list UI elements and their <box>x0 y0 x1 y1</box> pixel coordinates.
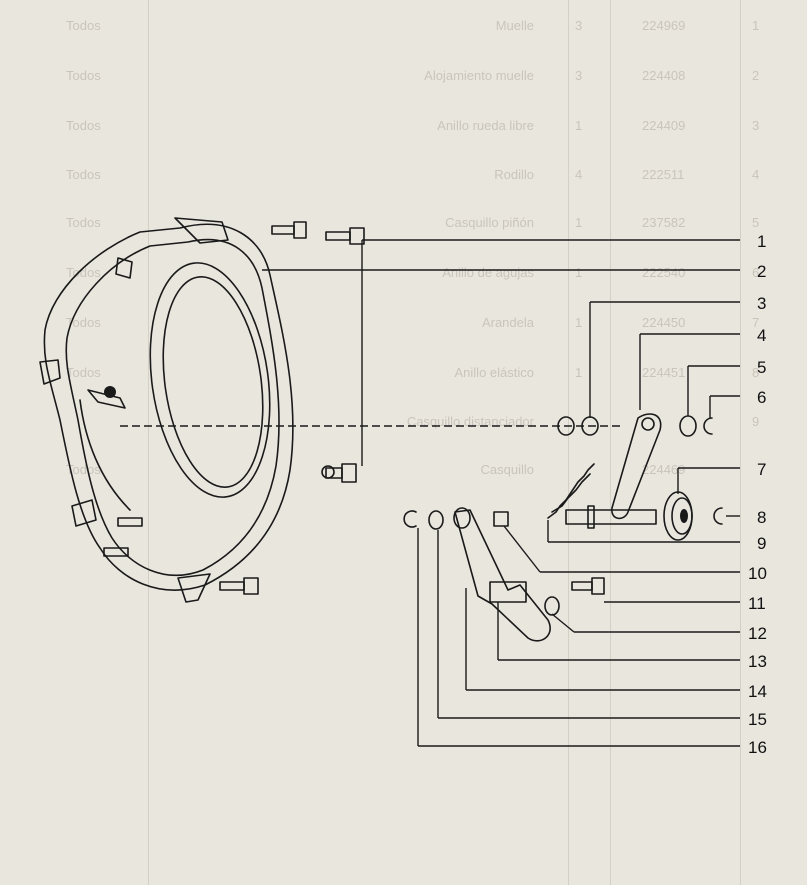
callout-5: 5 <box>687 358 766 416</box>
callout-label: 15 <box>748 710 767 729</box>
callout-15: 15 <box>437 530 767 729</box>
callout-10: 10 <box>503 525 767 583</box>
callout-label: 4 <box>757 326 766 345</box>
callout-7: 7 <box>677 460 766 494</box>
small-washer <box>428 510 444 530</box>
callout-2: 2 <box>262 262 766 281</box>
callout-label: 8 <box>757 508 766 527</box>
spring <box>547 463 595 519</box>
cover-housing <box>39 217 335 603</box>
callout-4: 4 <box>639 326 766 410</box>
callout-label: 6 <box>757 388 766 407</box>
callout-label: 9 <box>757 534 766 553</box>
callout-label: 11 <box>748 594 766 613</box>
callout-label: 12 <box>748 624 767 643</box>
gear <box>663 491 693 541</box>
shaft <box>565 505 657 529</box>
callout-label: 13 <box>748 652 767 671</box>
callout-label: 14 <box>748 682 767 701</box>
washer-bottom <box>544 596 560 616</box>
callout-16: 16 <box>417 528 767 757</box>
callout-6: 6 <box>709 388 766 418</box>
screw-top-left <box>271 221 307 239</box>
callout-label: 5 <box>757 358 766 377</box>
screw-top-right <box>325 227 365 245</box>
callout-label: 10 <box>748 564 767 583</box>
nut <box>493 511 509 527</box>
callout-label: 7 <box>757 460 766 479</box>
callout-label: 2 <box>757 262 766 281</box>
screw-bottom <box>219 577 259 595</box>
lever-arm <box>611 413 662 520</box>
circlip-right <box>713 507 723 525</box>
washer <box>679 415 697 437</box>
clip <box>403 510 417 528</box>
callout-1: 1 <box>361 232 766 466</box>
callout-14: 14 <box>465 588 767 701</box>
callout-12: 12 <box>551 613 767 643</box>
bolt <box>571 577 605 595</box>
kick-pedal <box>453 507 551 642</box>
screw-middle <box>325 463 357 483</box>
callout-3: 3 <box>589 294 766 418</box>
callout-13: 13 <box>497 602 767 671</box>
callout-label: 1 <box>757 232 766 251</box>
callout-11: 11 <box>604 594 766 613</box>
callout-9: 9 <box>547 520 766 553</box>
callout-label: 16 <box>748 738 767 757</box>
circlip <box>703 417 713 435</box>
screw-lower-left <box>103 517 143 557</box>
callout-label: 3 <box>757 294 766 313</box>
callout-8: 8 <box>726 508 766 527</box>
